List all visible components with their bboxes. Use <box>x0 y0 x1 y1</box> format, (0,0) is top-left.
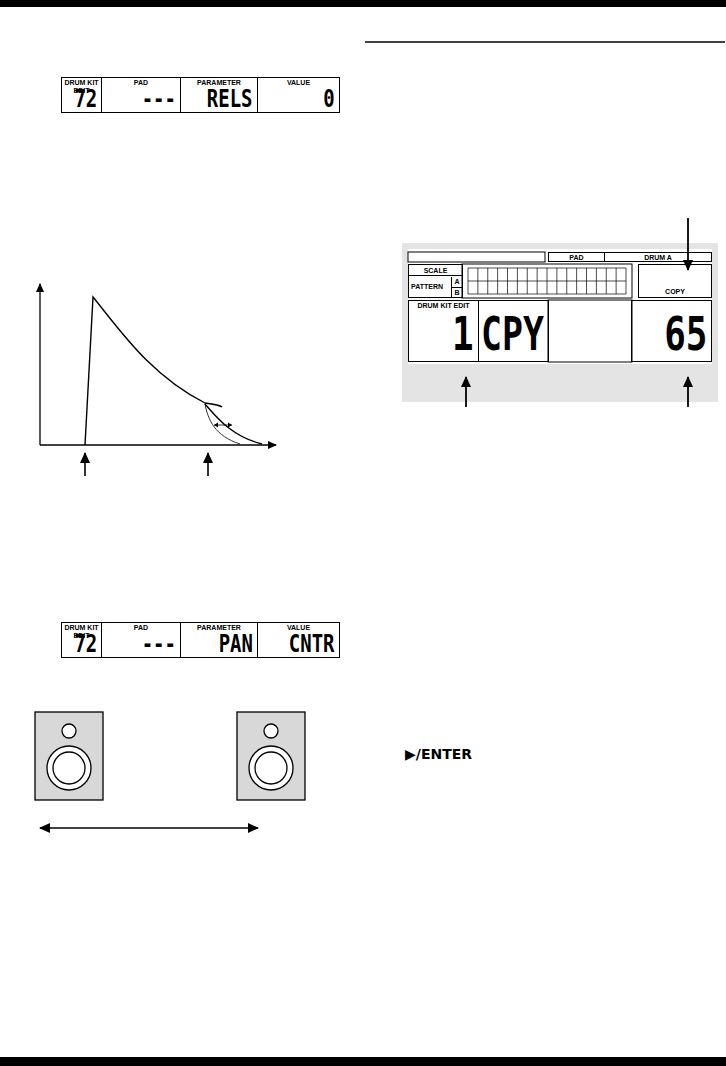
field-heading: PATTERN <box>411 283 443 290</box>
lcd-value: 72 <box>74 632 97 656</box>
grid-line <box>468 268 626 269</box>
lcd-value: CNTR <box>289 632 335 656</box>
art-stroke <box>402 243 718 402</box>
lcd-cell: VALUE0 <box>257 77 340 113</box>
lcd-cell: PAD <box>548 252 605 262</box>
lcd-cell: CPY <box>478 300 549 362</box>
lcd-cell: DRUM A <box>604 252 712 262</box>
lcd-value: 0 <box>324 87 335 111</box>
lcd-cell: PARAMETERRELS <box>180 77 258 113</box>
art-stroke <box>40 444 276 445</box>
art-stroke <box>255 752 287 784</box>
field-heading: VALUE <box>258 79 339 87</box>
field-heading: DRUM KIT EDIT <box>409 302 478 310</box>
lcd-value: 72 <box>74 87 97 111</box>
art-stroke <box>35 712 103 800</box>
lcd-cell: PARAMETERPAN <box>180 622 258 658</box>
art-stroke <box>205 404 240 444</box>
lcd-cell: DRUM KIT EDIT72 <box>61 622 102 658</box>
art-stroke <box>548 300 632 362</box>
art-stroke <box>214 423 232 428</box>
lcd-value: --- <box>142 87 176 111</box>
key-label: ▶/ENTER <box>405 746 472 762</box>
field-label: COPY <box>665 288 685 295</box>
grid-line <box>468 294 626 295</box>
field-label: PAD <box>569 254 583 261</box>
lcd-value: CPY <box>481 311 544 357</box>
art-stroke <box>207 453 209 476</box>
page-bar <box>0 1057 726 1066</box>
field-label: DRUM A <box>644 254 672 261</box>
field-heading: PAD <box>102 79 180 87</box>
art-stroke <box>62 724 76 738</box>
lcd-cell: DRUM KIT EDIT72 <box>61 77 102 113</box>
lcd-cell: PAD--- <box>101 77 181 113</box>
art-stroke <box>687 218 689 270</box>
lcd-value: RELS <box>207 87 253 111</box>
art-stroke <box>468 268 626 294</box>
art-stroke <box>687 377 689 407</box>
art-stroke <box>408 252 545 262</box>
lcd-cell: DRUM KIT EDIT1 <box>408 300 479 362</box>
lcd-cell: PAD--- <box>101 622 181 658</box>
field-heading: PARAMETER <box>181 624 257 632</box>
art-stroke <box>264 724 278 738</box>
page-bar <box>0 0 726 7</box>
art-stroke <box>53 752 85 784</box>
art-stroke <box>465 377 467 407</box>
lcd-value: PAN <box>219 632 253 656</box>
art-stroke <box>205 404 262 444</box>
field-heading: VALUE <box>258 624 339 632</box>
field-heading: PARAMETER <box>181 79 257 87</box>
grid-line <box>468 281 626 282</box>
art-stroke <box>84 453 86 476</box>
section-rule <box>365 41 725 43</box>
lcd-cell: VALUECNTR <box>257 622 340 658</box>
art-stroke <box>47 746 91 790</box>
art-stroke <box>408 249 712 364</box>
art-stroke <box>39 284 40 445</box>
field-label: SCALE <box>424 267 448 274</box>
art-stroke <box>40 827 258 828</box>
speaker-pair <box>35 712 305 828</box>
art-stroke <box>85 297 222 445</box>
lcd-cell: PATTERN AB <box>408 275 463 298</box>
art-stroke <box>249 746 293 790</box>
row-letter: B <box>451 287 462 297</box>
lcd-value: --- <box>142 632 176 656</box>
lcd-value: 1 <box>452 311 474 357</box>
lcd-cell: 65 <box>631 300 712 362</box>
art-stroke <box>462 264 632 298</box>
row-letter: A <box>451 277 462 287</box>
lcd-cell: COPY <box>638 264 712 298</box>
envelope-graph <box>40 284 276 476</box>
field-heading: PAD <box>102 624 180 632</box>
lcd-value: 65 <box>664 311 707 357</box>
art-stroke <box>237 712 305 800</box>
lcd-panel <box>402 218 718 407</box>
